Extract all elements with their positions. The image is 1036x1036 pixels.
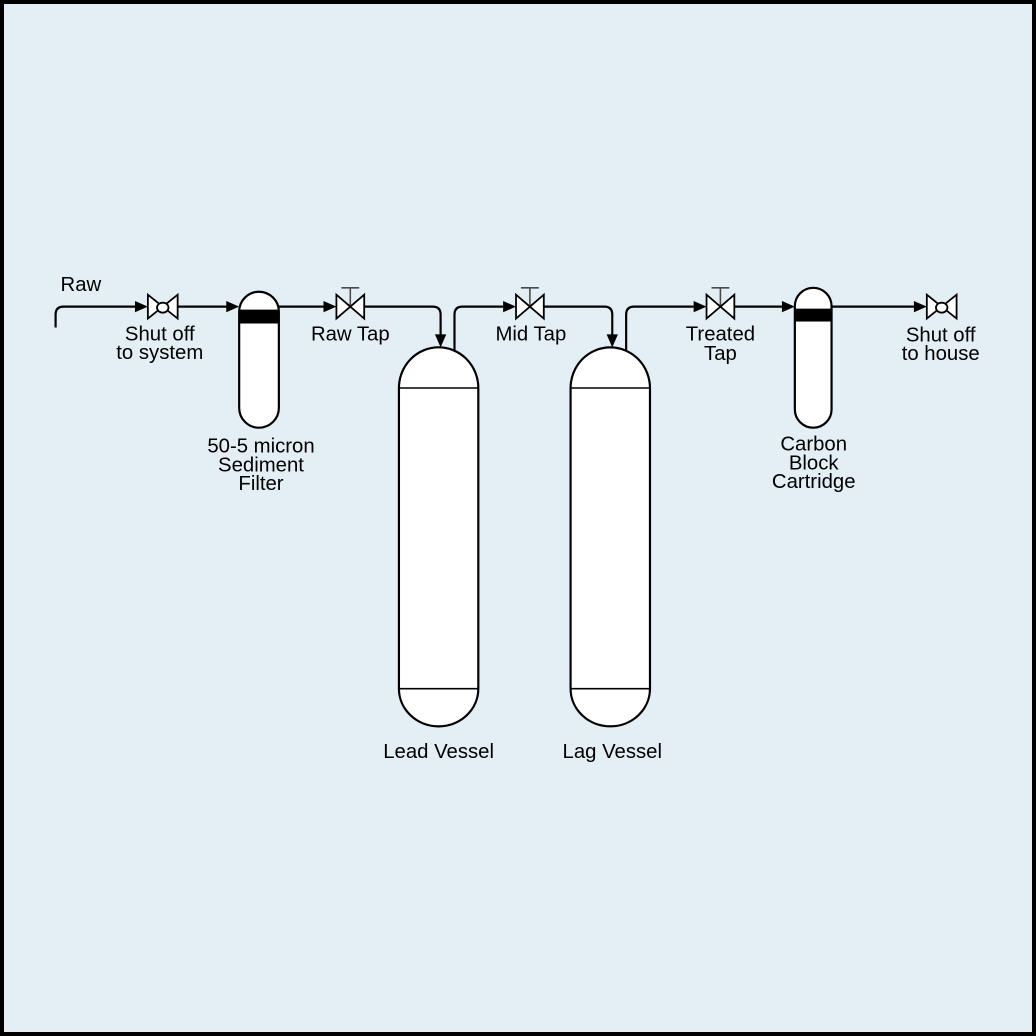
shutoff-house-label-line2: to house [902,343,980,365]
carbon-cartridge-label-line3: Cartridge [772,471,856,493]
carbon-cartridge-label-line1: Carbon [780,434,847,456]
pipe-to-carbon-cartridge [734,300,795,313]
raw-supply-pipe [54,300,148,328]
sediment-filter [238,290,280,429]
shutoff-house-label-line1: Shut off [906,324,976,346]
flow-arrow-icon [606,334,618,348]
flow-arrow-icon [134,300,148,313]
flow-arrow-icon [913,300,927,313]
flow-arrow-icon [434,334,447,348]
sediment-filter-label-line3: Filter [238,473,283,495]
raw-source-label: Raw [61,274,102,296]
flow-arrow-icon [503,300,517,313]
sediment-filter-band [239,309,279,324]
shutoff-to-system-valve-icon [146,292,179,321]
treated-tap-label-line2: Tap [704,343,737,365]
flow-arrow-icon [693,300,707,313]
pipe-to-raw-tap [278,300,337,313]
flow-arrow-icon [781,300,795,313]
pipe-into-lead-vessel [364,305,447,348]
pipe-to-sediment-filter [177,300,240,313]
raw-tap-label: Raw Tap [311,323,390,345]
carbon-cartridge-label-line2: Block [789,452,840,474]
carbon-cartridge-band [794,308,832,322]
mid-tap-valve-icon [515,286,545,321]
lead-vessel [397,346,480,728]
lag-vessel-label: Lag Vessel [563,741,662,763]
mid-tap-label: Mid Tap [495,323,566,345]
carbon-block-cartridge [793,286,833,429]
flow-arrow-icon [226,300,240,313]
lead-vessel-label: Lead Vessel [383,741,494,763]
shutoff-system-label-line2: to system [116,342,203,364]
pipe-to-house-shutoff [831,300,927,313]
lag-vessel [569,346,652,728]
treated-tap-valve-icon [705,286,736,321]
pipe-lag-outlet-to-treated-tap [625,300,707,352]
shutoff-system-label-line1: Shut off [125,323,195,345]
flow-arrow-icon [323,300,337,313]
pipe-into-lag-vessel [543,305,618,348]
sediment-filter-label-line1: 50-5 micron [207,436,314,458]
raw-tap-valve-icon [335,286,366,321]
pipe-lead-outlet-to-mid-tap [453,300,517,352]
treated-tap-label-line1: Treated [686,323,755,345]
sediment-filter-label-line2: Sediment [218,454,304,476]
shutoff-to-house-valve-icon [925,292,958,321]
